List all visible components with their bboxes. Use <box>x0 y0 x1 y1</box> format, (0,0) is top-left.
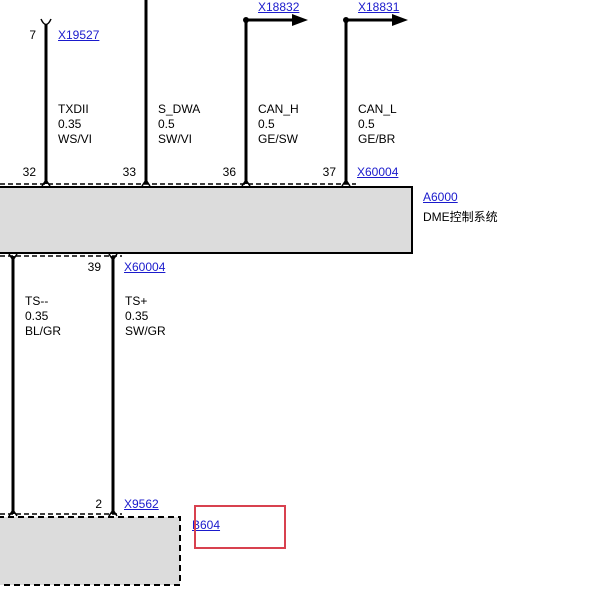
wire-gauge: 0.35 <box>25 309 49 323</box>
connector-link-x60004-bottom[interactable]: X60004 <box>124 260 166 274</box>
pin-number: 37 <box>322 165 336 179</box>
wire-color: SW/VI <box>158 132 193 146</box>
top-pin-markers <box>41 178 351 187</box>
pin-number: 33 <box>122 165 136 179</box>
module-id-link[interactable]: A6000 <box>423 190 458 204</box>
sensor-box[interactable] <box>0 516 181 586</box>
wire-gauge: 0.5 <box>358 117 375 131</box>
wire-color: SW/GR <box>125 324 166 338</box>
wire-info-can-l: CAN_L 0.5 GE/BR <box>358 102 397 147</box>
wire-color: GE/BR <box>358 132 396 146</box>
pin-number: 39 <box>87 260 101 274</box>
module-name: DME控制系统 <box>423 210 498 224</box>
connector-link-x19527[interactable]: X19527 <box>58 28 100 42</box>
wire-gauge: 0.5 <box>258 117 275 131</box>
connector-link-x9562[interactable]: X9562 <box>124 497 159 511</box>
wire-info-can-h: CAN_H 0.5 GE/SW <box>258 102 299 147</box>
wire-gauge: 0.5 <box>158 117 175 131</box>
module-box[interactable] <box>0 186 413 254</box>
sensor-id-link[interactable]: B604 <box>192 518 221 532</box>
connector-link-x60004-top[interactable]: X60004 <box>357 165 399 179</box>
wire-txdii-fork-icon <box>40 18 52 26</box>
wire-signal: CAN_H <box>258 102 299 116</box>
wire-gauge: 0.35 <box>58 117 82 131</box>
wire-color: BL/GR <box>25 324 62 338</box>
wire-info-txdii: TXDII 0.35 WS/VI <box>58 102 92 147</box>
pin-number: 32 <box>22 165 36 179</box>
end-pin-number: 7 <box>29 28 36 42</box>
connector-link-x18832[interactable]: X18832 <box>258 0 300 14</box>
highlight-box <box>194 505 286 549</box>
arrow-right-icon <box>392 14 408 26</box>
pin-number: 36 <box>222 165 236 179</box>
arrow-right-icon <box>292 14 308 26</box>
connector-link-x18831[interactable]: X18831 <box>358 0 400 14</box>
wire-signal: TS+ <box>125 294 148 308</box>
wire-signal: CAN_L <box>358 102 397 116</box>
wire-gauge: 0.35 <box>125 309 149 323</box>
wire-signal: TS-- <box>25 294 49 308</box>
pin-number: 2 <box>95 497 102 511</box>
wire-color: GE/SW <box>258 132 299 146</box>
wire-info-ts-minus: TS-- 0.35 BL/GR <box>25 294 61 339</box>
wire-info-ts-plus: TS+ 0.35 SW/GR <box>125 294 166 339</box>
wire-signal: S_DWA <box>158 102 201 116</box>
wire-color: WS/VI <box>58 132 93 146</box>
wire-info-s-dwa: S_DWA 0.5 SW/VI <box>158 102 200 147</box>
wire-signal: TXDII <box>58 102 89 116</box>
